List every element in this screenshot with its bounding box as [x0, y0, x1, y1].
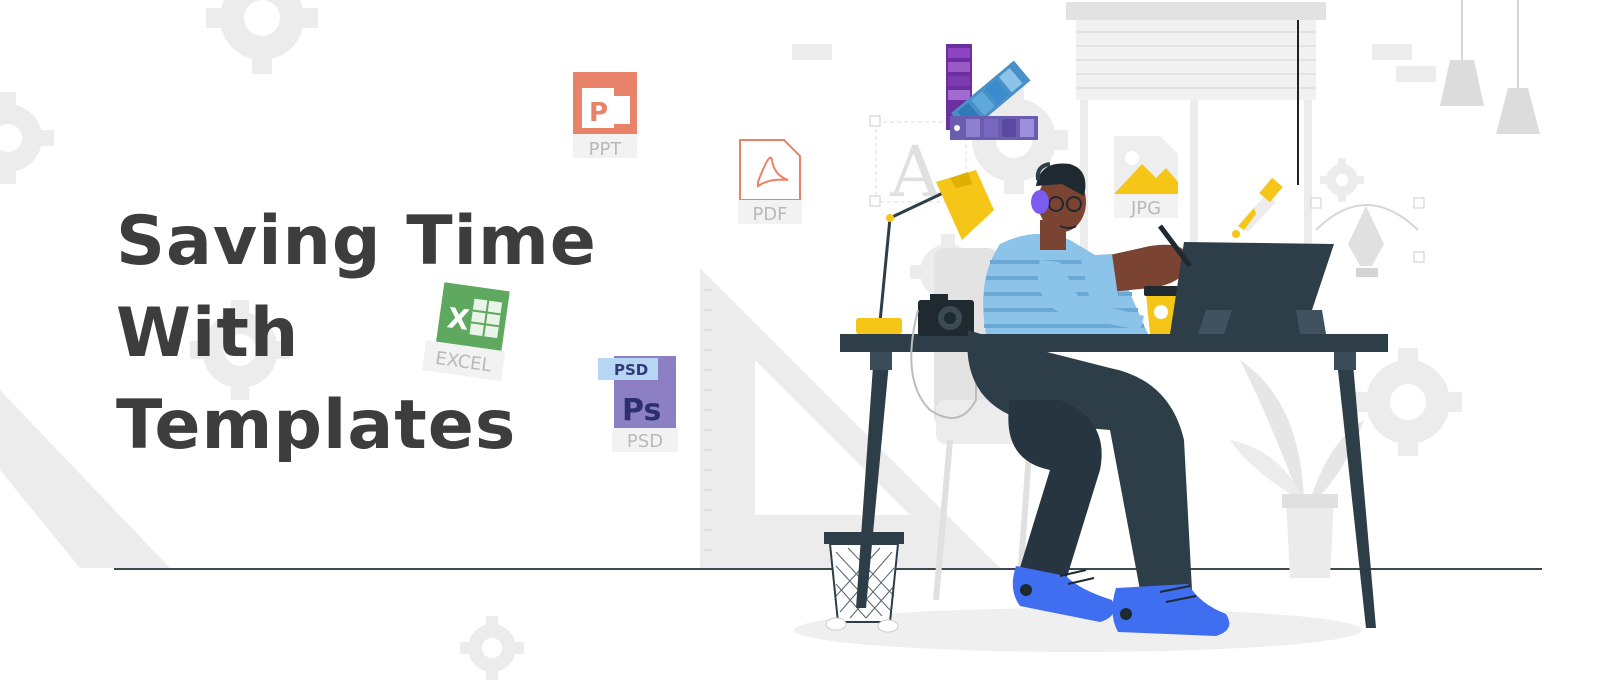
arm	[1096, 244, 1190, 292]
svg-text:PSD: PSD	[627, 431, 663, 452]
svg-text:P: P	[589, 98, 608, 128]
psd-file-icon: PSD Ps PSD	[598, 356, 678, 452]
headline-line-3: Templates	[116, 386, 517, 465]
ppt-file-icon: P PPT	[573, 72, 637, 160]
svg-text:PSD: PSD	[614, 361, 648, 379]
canvas-letter: A	[889, 131, 942, 213]
jpg-file-icon: JPG	[1114, 136, 1178, 219]
headphones	[1031, 190, 1049, 214]
headline-line-1: Saving Time	[116, 202, 597, 281]
desk-lamp	[856, 170, 994, 334]
svg-text:JPG: JPG	[1130, 198, 1161, 219]
window-blind-top	[1066, 2, 1326, 20]
svg-text:X: X	[445, 301, 471, 337]
headline: Saving Time With Templates	[116, 196, 597, 472]
eyedropper-icon	[1232, 177, 1283, 238]
coffee-cup	[1144, 286, 1178, 334]
person-legs	[967, 330, 1230, 636]
pdf-file-icon: PDF	[738, 139, 802, 225]
gear-icon	[0, 92, 54, 184]
color-swatch-fan	[946, 44, 1038, 140]
desk	[840, 334, 1388, 628]
person-torso	[983, 233, 1190, 334]
svg-text:PDF: PDF	[752, 204, 787, 225]
svg-text:Ps: Ps	[622, 393, 661, 428]
gear-icon	[1354, 348, 1462, 456]
person-head	[1031, 162, 1086, 250]
hanging-lamp	[1496, 88, 1540, 134]
gear-icon	[190, 300, 290, 400]
svg-text:PPT: PPT	[589, 139, 623, 160]
pen-tool-icon	[1310, 197, 1425, 277]
hanging-lamp	[1440, 60, 1484, 106]
gear-icon	[1320, 158, 1364, 202]
excel-file-icon: X EXCEL	[421, 282, 510, 382]
monitor	[1158, 224, 1334, 334]
gear-icon	[460, 616, 524, 680]
camera	[910, 294, 977, 419]
left-shoe	[1012, 566, 1115, 622]
headline-line-2: With	[116, 294, 300, 373]
gear-icon	[206, 0, 318, 74]
right-shoe	[1112, 584, 1230, 636]
